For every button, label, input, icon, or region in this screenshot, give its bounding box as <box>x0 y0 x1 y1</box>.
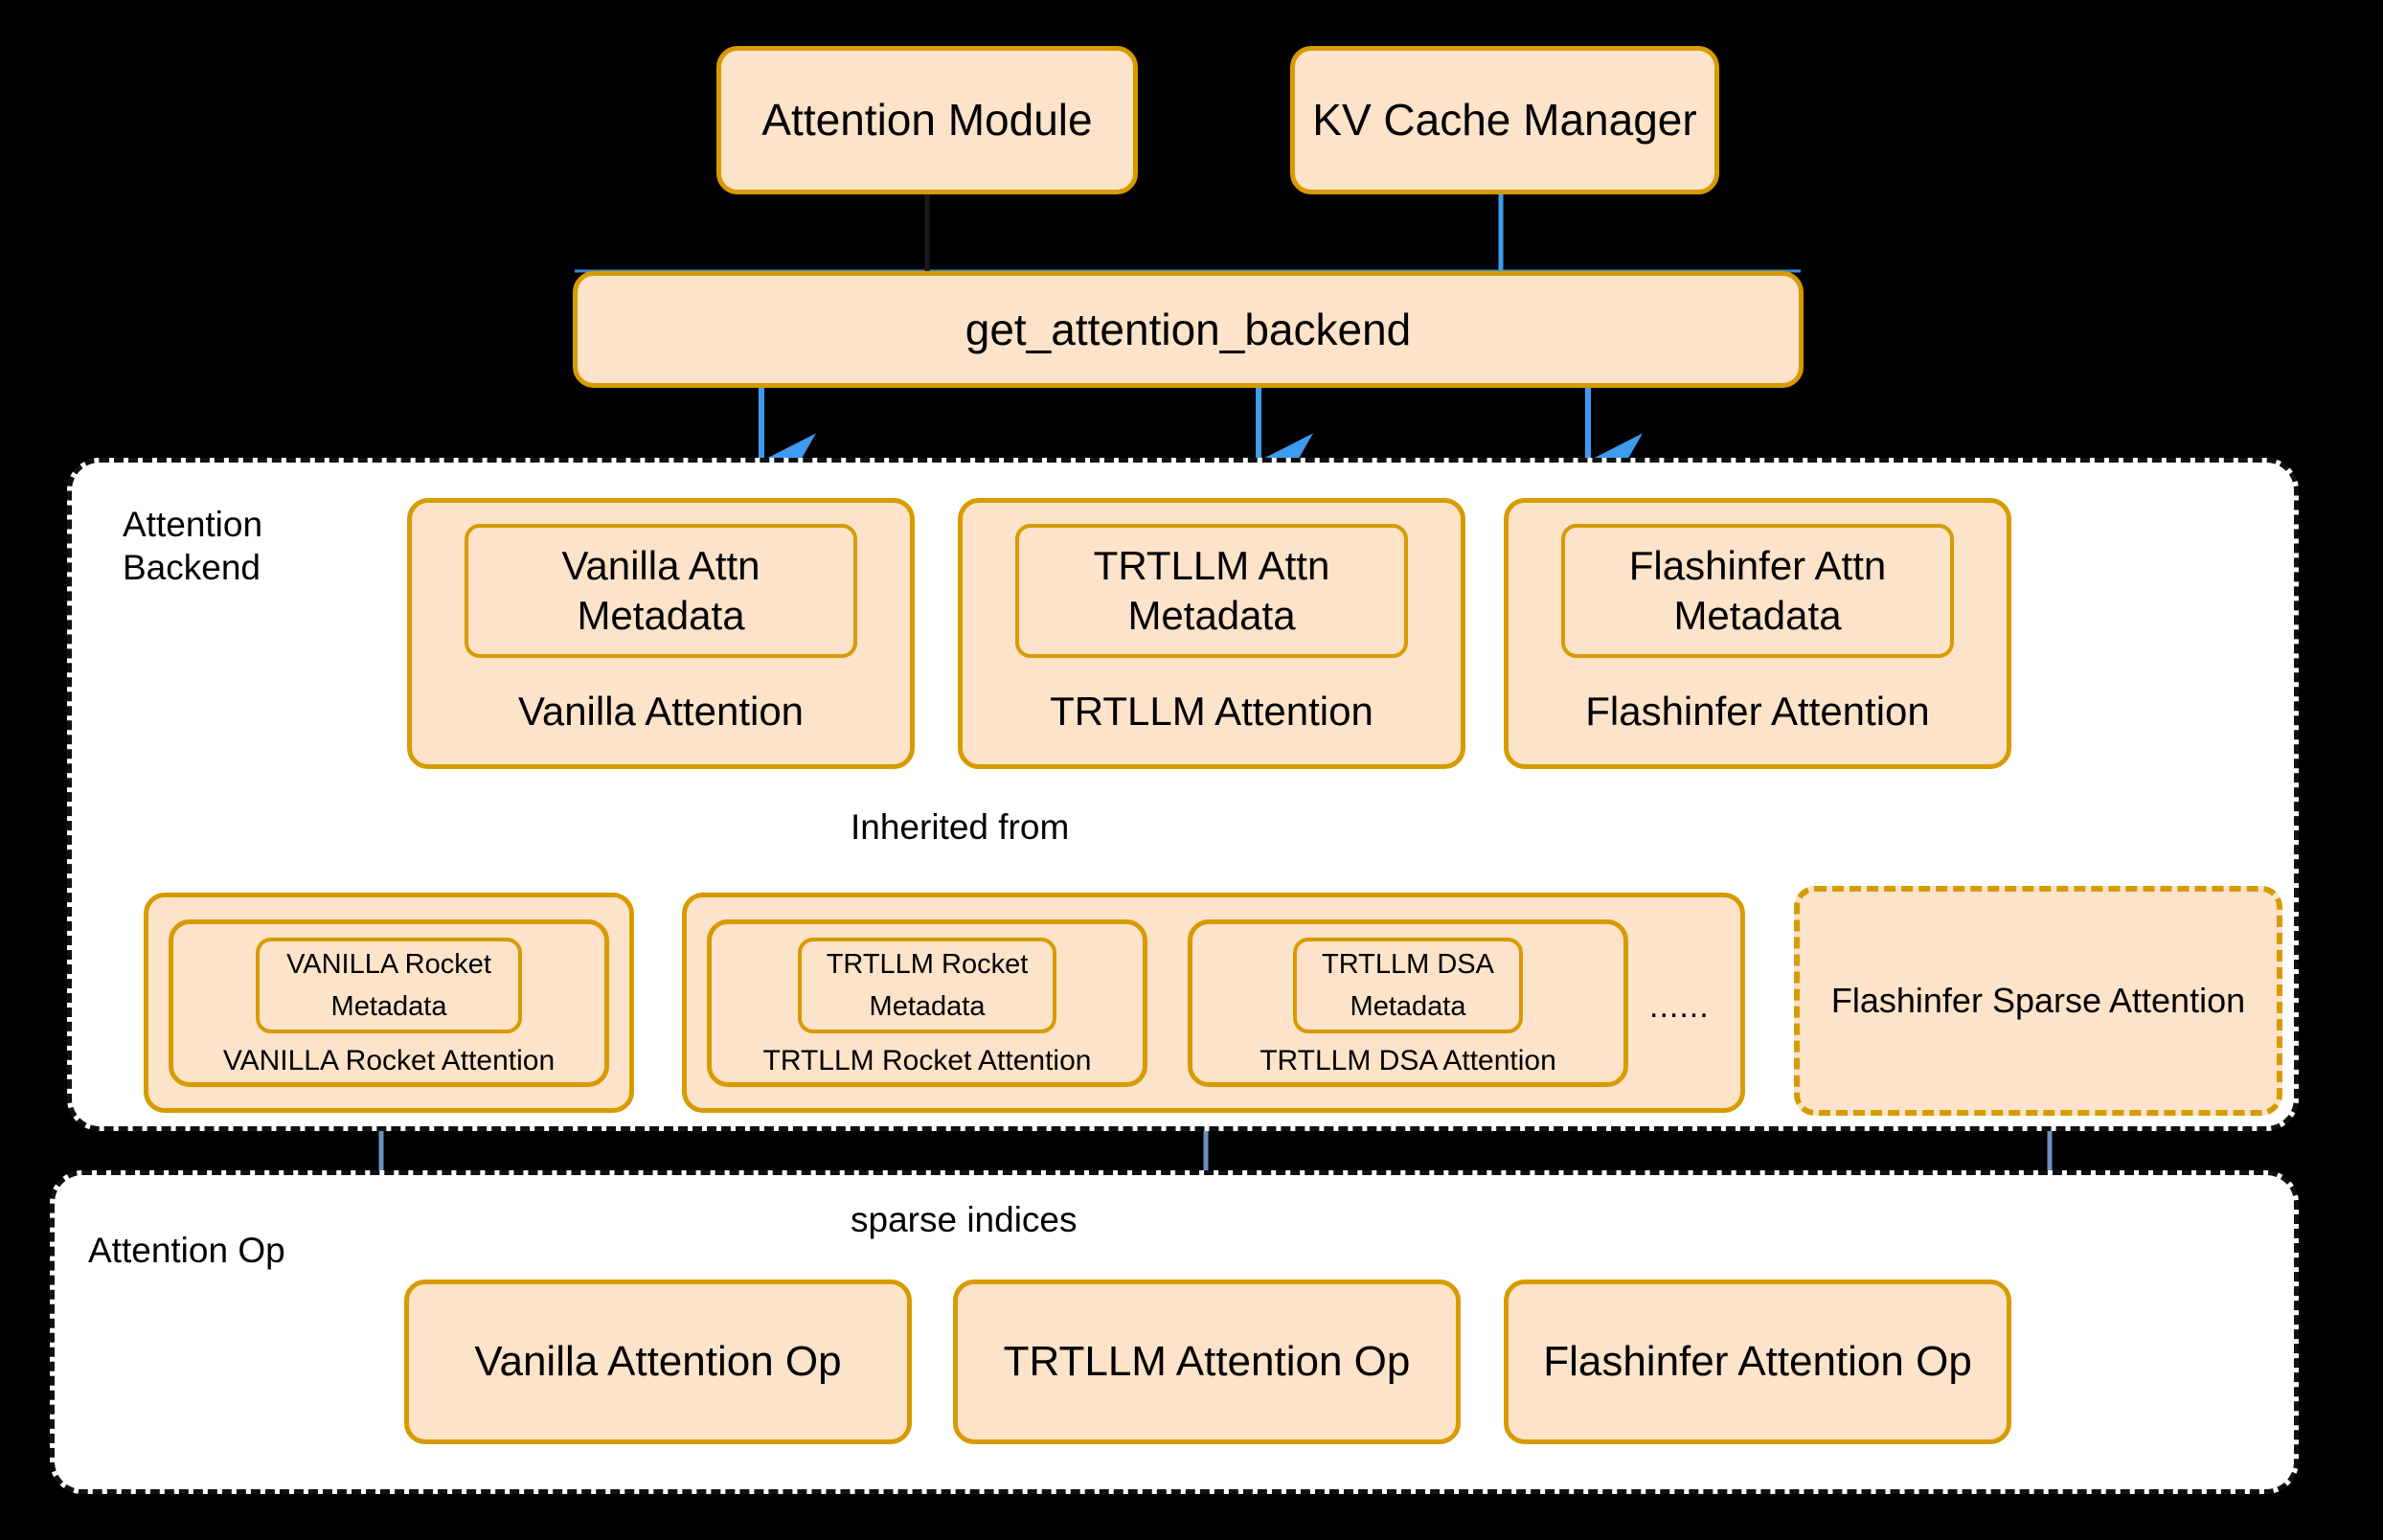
flashinfer-sparse-attention-box[interactable]: Flashinfer Sparse Attention <box>1794 886 2282 1116</box>
vanilla-attention-op-label: Vanilla Attention Op <box>474 1337 842 1385</box>
wire-dispatcher-to-backends <box>753 387 1643 498</box>
trtllm-rocket-metadata-line2: Metadata <box>869 991 986 1022</box>
vanilla-rocket-metadata-line2: Metadata <box>330 991 447 1022</box>
trtllm-dsa-attention-label: TRTLLM DSA Attention <box>1260 1045 1556 1076</box>
attention-backend-group-label: Attention Backend <box>123 505 263 588</box>
trtllm-rocket-metadata-line1: TRTLLM Rocket <box>826 948 1029 980</box>
trtllm-dsa-metadata-line1: TRTLLM DSA <box>1322 948 1494 980</box>
trtllm-dsa-metadata-line2: Metadata <box>1350 991 1466 1022</box>
trtllm-dsa-attention-box[interactable]: TRTLLM DSA Metadata TRTLLM DSA Attention <box>1188 919 1628 1087</box>
attention-op-group-label: Attention Op <box>88 1231 285 1270</box>
vanilla-attention-backend-box[interactable]: Vanilla Attn Metadata Vanilla Attention <box>407 498 915 769</box>
flashinfer-attn-metadata-box[interactable]: Flashinfer Attn Metadata <box>1561 524 1954 658</box>
trtllm-attention-backend-box[interactable]: TRTLLM Attn Metadata TRTLLM Attention <box>958 498 1465 769</box>
get-attention-backend-box[interactable]: get_attention_backend <box>573 271 1804 388</box>
vanilla-attn-metadata-box[interactable]: Vanilla Attn Metadata <box>465 524 857 658</box>
attention-module-label: Attention Module <box>761 95 1093 146</box>
vanilla-attn-metadata-label: Vanilla Attn Metadata <box>561 542 760 639</box>
flashinfer-attention-op-box[interactable]: Flashinfer Attention Op <box>1504 1280 2011 1444</box>
flashinfer-attention-op-label: Flashinfer Attention Op <box>1543 1337 1972 1385</box>
vanilla-rocket-attention-label: VANILLA Rocket Attention <box>222 1045 556 1076</box>
wire-kvcache-to-dispatcher <box>575 193 1801 273</box>
trtllm-attention-label: TRTLLM Attention <box>1050 689 1373 734</box>
trtllm-attention-op-box[interactable]: TRTLLM Attention Op <box>953 1280 1461 1444</box>
vanilla-attention-op-box[interactable]: Vanilla Attention Op <box>404 1280 912 1444</box>
flashinfer-attention-label: Flashinfer Attention <box>1585 689 1930 734</box>
trtllm-rocket-attention-label: TRTLLM Rocket Attention <box>762 1045 1092 1076</box>
kv-cache-manager-label: KV Cache Manager <box>1312 95 1697 146</box>
more-backends-ellipsis: ...... <box>1649 988 1710 1025</box>
flashinfer-attn-metadata-label: Flashinfer Attn Metadata <box>1628 542 1887 639</box>
trtllm-dsa-metadata-box[interactable]: TRTLLM DSA Metadata <box>1293 938 1523 1033</box>
get-attention-backend-label: get_attention_backend <box>965 304 1412 354</box>
inherited-from-label: Inherited from <box>851 807 1070 847</box>
sparse-indices-label: sparse indices <box>851 1200 1078 1239</box>
vanilla-rocket-metadata-box[interactable]: VANILLA Rocket Metadata <box>256 938 522 1033</box>
vanilla-attention-label: Vanilla Attention <box>517 689 805 734</box>
attention-module-box[interactable]: Attention Module <box>716 46 1138 194</box>
kv-cache-manager-box[interactable]: KV Cache Manager <box>1290 46 1719 194</box>
vanilla-rocket-metadata-line1: VANILLA Rocket <box>286 948 491 980</box>
trtllm-rocket-attention-box[interactable]: TRTLLM Rocket Metadata TRTLLM Rocket Att… <box>707 919 1147 1087</box>
trtllm-rocket-metadata-box[interactable]: TRTLLM Rocket Metadata <box>798 938 1056 1033</box>
flashinfer-attention-backend-box[interactable]: Flashinfer Attn Metadata Flashinfer Atte… <box>1504 498 2011 769</box>
trtllm-attn-metadata-box[interactable]: TRTLLM Attn Metadata <box>1015 524 1408 658</box>
vanilla-rocket-attention-box[interactable]: VANILLA Rocket Metadata VANILLA Rocket A… <box>169 919 609 1087</box>
trtllm-attention-op-label: TRTLLM Attention Op <box>1003 1337 1411 1385</box>
trtllm-attn-metadata-label: TRTLLM Attn Metadata <box>1093 542 1330 639</box>
flashinfer-sparse-attention-label: Flashinfer Sparse Attention <box>1830 981 2246 1021</box>
